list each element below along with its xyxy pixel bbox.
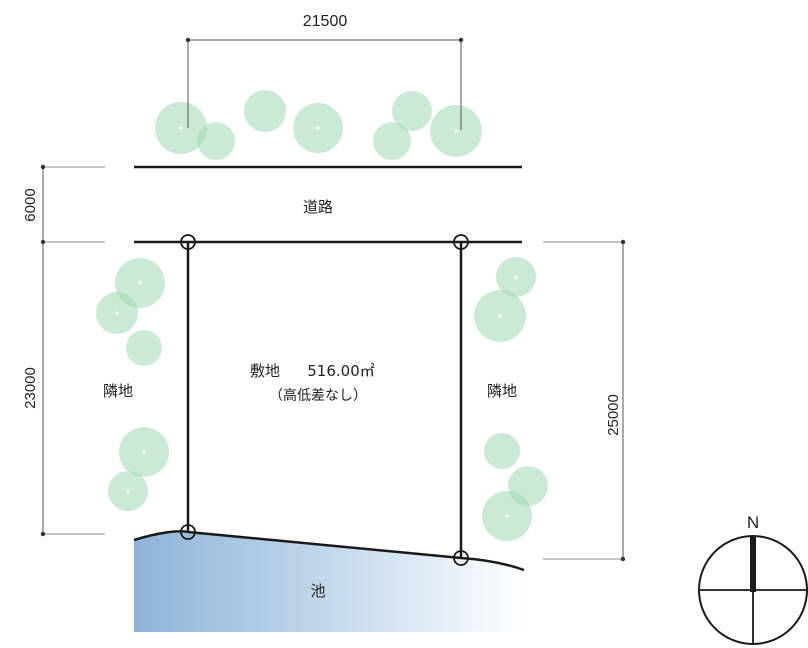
tree bbox=[373, 122, 411, 160]
north-arrow-icon bbox=[698, 535, 808, 645]
tree bbox=[126, 330, 162, 366]
pond-area bbox=[134, 531, 524, 632]
tree bbox=[244, 90, 286, 132]
dimension-top-label: 21500 bbox=[303, 13, 348, 30]
dimension-right bbox=[543, 239, 626, 562]
tree bbox=[197, 122, 235, 160]
dimension-road-label: 6000 bbox=[22, 188, 39, 221]
dimension-left-label: 23000 bbox=[22, 367, 39, 409]
site-note-label: （高低差なし） bbox=[269, 387, 367, 404]
tree bbox=[392, 91, 432, 131]
trees-right bbox=[474, 257, 548, 541]
site-name-label: 敷地 bbox=[250, 362, 280, 380]
dimension-right-label: 25000 bbox=[605, 394, 622, 436]
neighbor-left-label: 隣地 bbox=[103, 382, 133, 400]
neighbor-right-label: 隣地 bbox=[487, 382, 517, 400]
dimension-top bbox=[185, 37, 464, 130]
road-label: 道路 bbox=[303, 198, 333, 216]
site-boundary bbox=[133, 242, 525, 572]
dimension-left bbox=[40, 164, 105, 537]
tree-center-dots bbox=[115, 126, 518, 518]
north-label: N bbox=[747, 513, 759, 532]
boundary-nodes bbox=[180, 234, 469, 566]
pond-label: 池 bbox=[310, 582, 325, 600]
tree bbox=[484, 433, 520, 469]
site-area-label: 516.00㎡ bbox=[307, 362, 375, 380]
trees-top bbox=[155, 90, 482, 160]
